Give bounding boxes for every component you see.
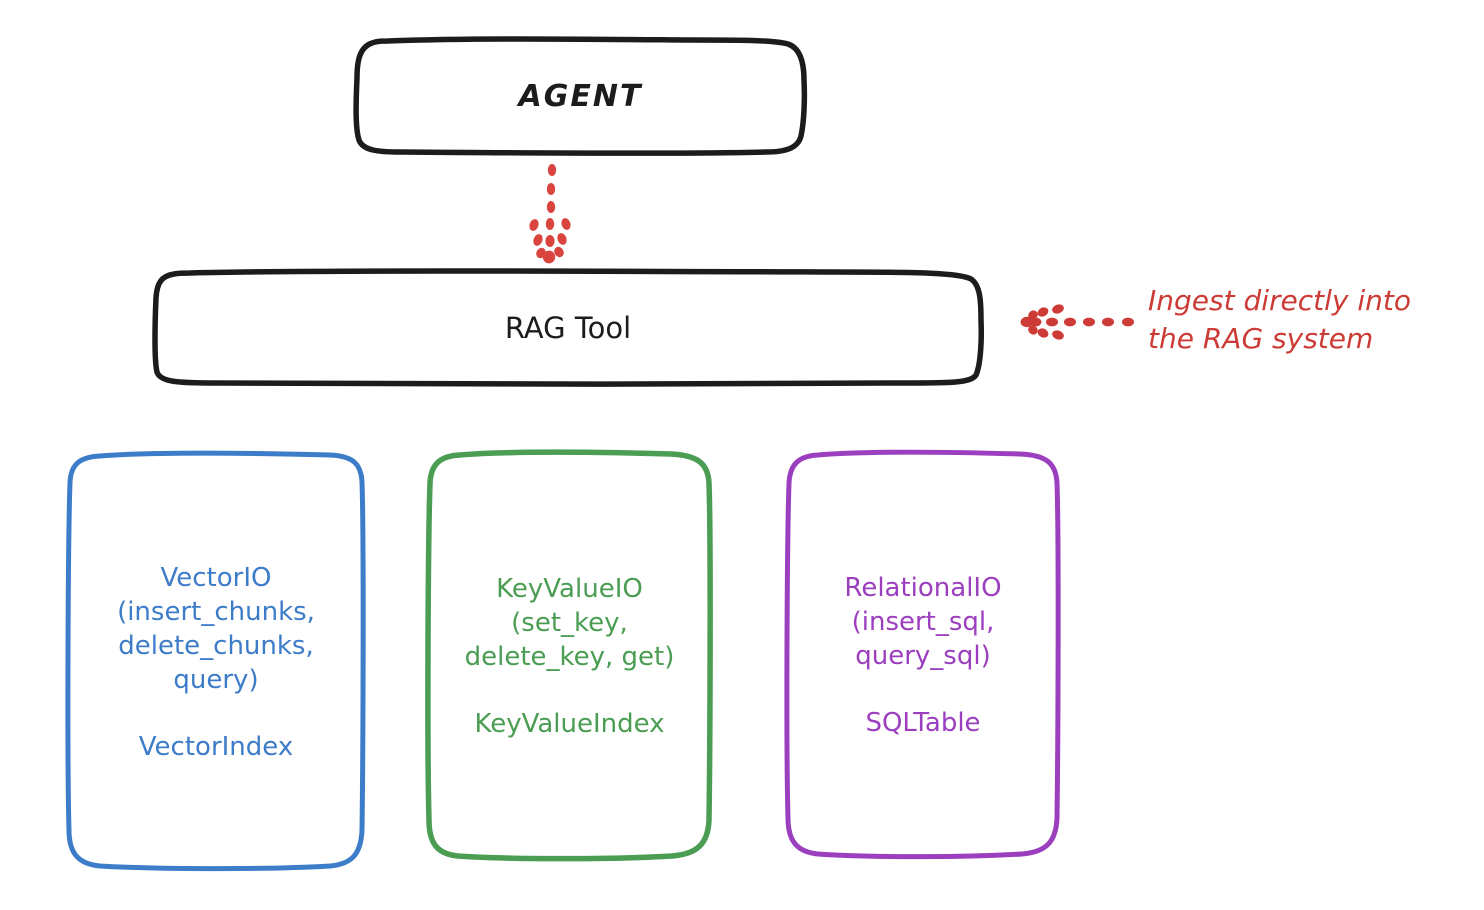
- agent-to-rag-dotted-arrow: [529, 164, 571, 264]
- relational-io-card-outline[interactable]: [784, 449, 1061, 860]
- rag-tool-box-outline[interactable]: [152, 268, 984, 387]
- vector-io-card-outline[interactable]: [65, 450, 366, 872]
- agent-box-outline[interactable]: [353, 36, 808, 156]
- key-value-io-card-outline[interactable]: [425, 449, 713, 862]
- ingest-to-rag-dotted-arrow: [1020, 304, 1134, 340]
- ingest-annotation-label: Ingest directly into the RAG system: [1148, 284, 1412, 355]
